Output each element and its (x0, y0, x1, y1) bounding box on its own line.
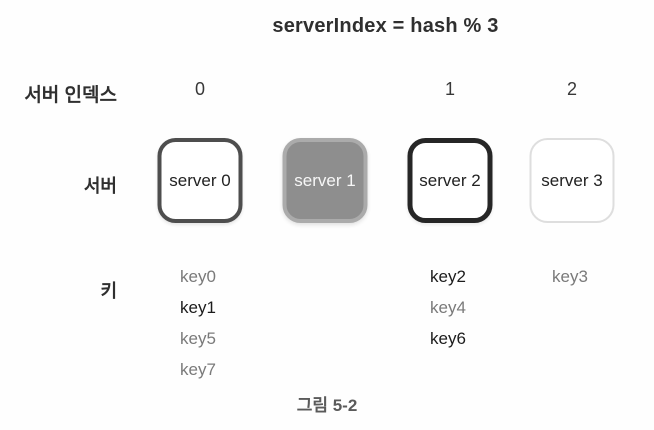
formula-title: serverIndex = hash % 3 (272, 15, 499, 37)
server-box-0: server 0 (157, 138, 243, 223)
key-item: key4 (430, 298, 466, 317)
server-label-3: server 3 (541, 170, 603, 190)
server-label-0: server 0 (169, 170, 231, 190)
server-box-1-offline: server 1 (282, 138, 368, 223)
key-item: key0 (180, 267, 216, 286)
server-box-3: server 3 (529, 138, 615, 223)
server-column-1: server 1 (262, 0, 388, 430)
server-index-value-2: 1 (444, 79, 455, 99)
server-index-value-3: 2 (566, 79, 577, 99)
server-index-value-0: 0 (194, 79, 205, 99)
row-label-server: 서버 (83, 176, 117, 196)
server-label-2: server 2 (419, 170, 481, 190)
key-item: key5 (180, 329, 216, 348)
server-label-1: server 1 (294, 170, 356, 190)
server-column-0: 0 server 0 key0 key1 key5 key7 (137, 0, 263, 430)
server-column-2: 1 server 2 key2 key4 key6 (387, 0, 513, 430)
key-item: key2 (430, 267, 466, 286)
key-item: key3 (552, 267, 588, 286)
row-label-server-index: 서버 인덱스 (24, 85, 117, 106)
key-item: key1 (180, 298, 216, 317)
key-list-2: key2 key4 key6 (430, 261, 466, 354)
key-list-3: key3 (552, 261, 588, 292)
key-item: key6 (430, 329, 466, 348)
row-label-key: 키 (100, 281, 117, 301)
server-box-2: server 2 (407, 138, 493, 223)
key-list-0: key0 key1 key5 key7 (180, 261, 216, 385)
figure-caption: 그림 5-2 (296, 396, 358, 415)
key-item: key7 (180, 360, 216, 379)
server-column-3: 2 server 3 key3 (509, 0, 635, 430)
